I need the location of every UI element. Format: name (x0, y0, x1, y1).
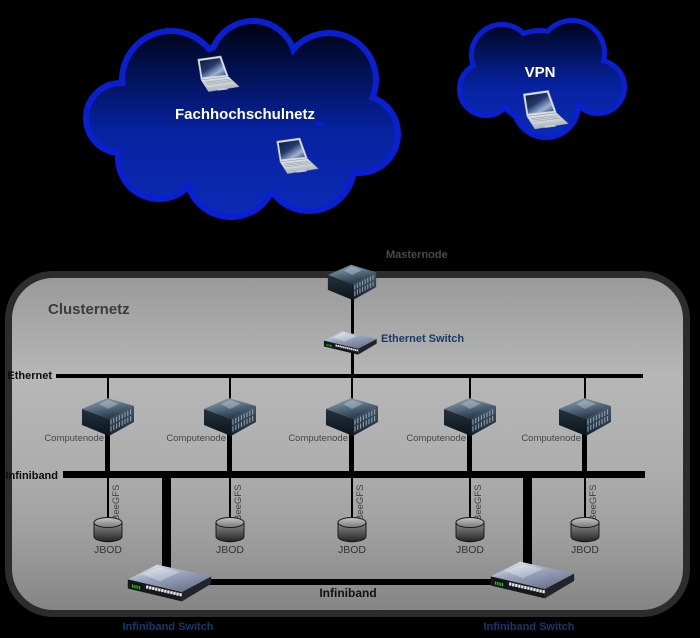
jbod-label: JBOD (570, 544, 599, 556)
computenode-label: Computenode (521, 433, 581, 444)
beegfs-label: BeeGFS (473, 484, 484, 521)
computenode-server-icon (324, 395, 380, 437)
computenode-label: Computenode (406, 433, 466, 444)
jbod-label: JBOD (93, 544, 122, 556)
jbod-icon (569, 516, 601, 544)
infiniband-switch-icon-left (123, 561, 215, 605)
node-infiniband-line (467, 424, 472, 475)
node-infiniband-line (582, 424, 587, 475)
beegfs-line (469, 478, 471, 520)
ethernet-node-line (229, 378, 231, 402)
computenode-server-icon (80, 395, 136, 437)
node-infiniband-line (227, 424, 232, 475)
jbod-label: JBOD (337, 544, 366, 556)
ethernet-switch-label: Ethernet Switch (381, 333, 465, 345)
computenode-server-icon (202, 395, 258, 437)
masternode-label: Masternode (386, 249, 448, 261)
jbod-icon (454, 516, 486, 544)
beegfs-label: BeeGFS (233, 484, 244, 521)
beegfs-label: BeeGFS (355, 484, 366, 521)
ethernet-node-line (469, 378, 471, 402)
beegfs-line (584, 478, 586, 520)
ethernet-bus-label: Ethernet (7, 370, 52, 382)
computenode-label: Computenode (44, 433, 104, 444)
infiniband-switch-label-left: Infiniband Switch (122, 621, 214, 633)
node-infiniband-line (105, 424, 110, 475)
jbod-icon (214, 516, 246, 544)
ethernet-switch-icon (321, 329, 379, 357)
beegfs-line (351, 478, 353, 520)
masternode-server-icon (326, 262, 378, 301)
infiniband-switch-link-right (523, 474, 532, 572)
jbod-label: JBOD (215, 544, 244, 556)
computenode-server-icon (557, 395, 613, 437)
infiniband-switch-label-right: Infiniband Switch (483, 621, 575, 633)
ethernet-node-line (351, 378, 353, 402)
computenode-label: Computenode (166, 433, 226, 444)
beegfs-label: BeeGFS (111, 484, 122, 521)
infiniband-switch-icon-right (486, 558, 578, 602)
laptop-icon (516, 90, 570, 132)
infiniband-switch-link-left (162, 474, 171, 578)
ethernet-node-line (584, 378, 586, 402)
cloud-fachhochschulnetz: Fachhochschulnetz (73, 16, 405, 224)
computenode-server-icon (442, 395, 498, 437)
clusternetz-title: Clusternetz (48, 301, 130, 318)
beegfs-line (107, 478, 109, 520)
ethernet-node-line (107, 378, 109, 402)
infiniband-bus-label: Infiniband (5, 470, 58, 482)
node-infiniband-line (349, 424, 354, 475)
ethernet-bus-line (56, 374, 643, 378)
cloud-vpn: VPN (450, 13, 630, 145)
laptop-icon (270, 136, 320, 178)
infiniband-bus-line (63, 471, 645, 478)
beegfs-line (229, 478, 231, 520)
bottom-infiniband-label: Infiniband (319, 586, 377, 600)
jbod-icon (336, 516, 368, 544)
jbod-label: JBOD (455, 544, 484, 556)
switch-interconnect-line (200, 579, 494, 585)
cloud-label-vpn: VPN (524, 64, 556, 81)
jbod-icon (92, 516, 124, 544)
laptop-icon (191, 55, 241, 95)
cloud-label-fachhochschulnetz: Fachhochschulnetz (174, 106, 316, 123)
beegfs-label: BeeGFS (588, 484, 599, 521)
computenode-label: Computenode (288, 433, 348, 444)
